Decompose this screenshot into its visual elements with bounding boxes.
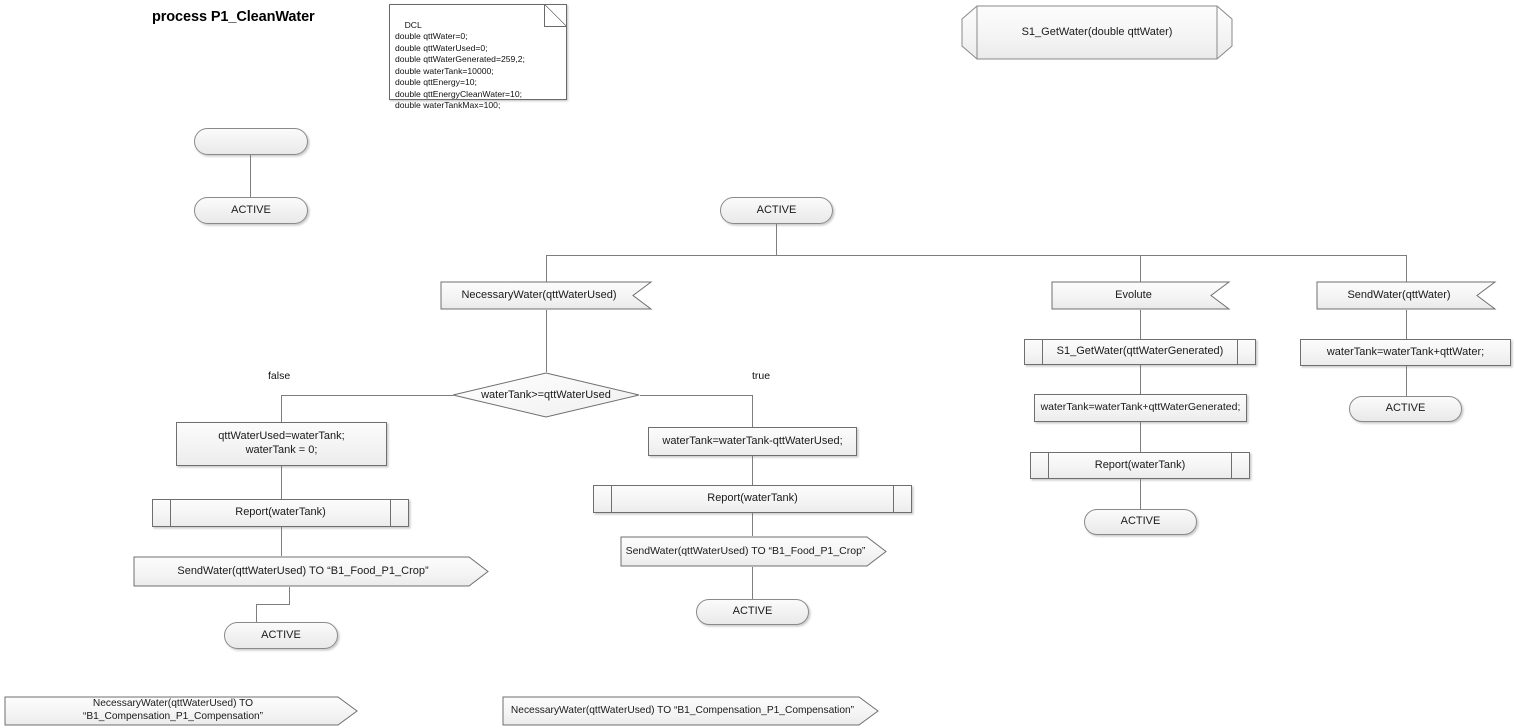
end-state-true-active[interactable]: ACTIVE: [696, 599, 809, 625]
procedure-call-report-true[interactable]: Report(waterTank): [593, 485, 912, 513]
connector-sendwater-to-task: [1406, 310, 1407, 339]
start-state[interactable]: [194, 128, 308, 155]
task-evolute-assign-label: waterTank=waterTank+qttWaterGenerated;: [1040, 401, 1241, 414]
connector-true-report-to-output: [752, 513, 753, 536]
detached-output-signal-2[interactable]: NecessaryWater(qttWaterUsed) TO “B1_Comp…: [502, 696, 879, 726]
detached-output-signal-2-label: NecessaryWater(qttWaterUsed) TO “B1_Comp…: [510, 704, 855, 716]
page-title: process P1_CleanWater: [152, 9, 315, 25]
connector-decision-true-horizontal: [640, 395, 753, 396]
main-active-state-label: ACTIVE: [756, 203, 797, 216]
connector-false-task-to-report: [281, 466, 282, 499]
connector-true-task-to-report: [752, 456, 753, 485]
connector-fork-drop-sendwater: [1406, 255, 1407, 282]
output-signal-shape-icon: [133, 556, 489, 587]
dcl-note-text: DCL double qttWater=0; double qttWaterUs…: [395, 19, 525, 111]
task-false-assign[interactable]: qttWaterUsed=waterTank; waterTank = 0;: [176, 422, 387, 466]
detached-output-signal-1-label: NecessaryWater(qttWaterUsed) TO “B1_Comp…: [82, 698, 264, 722]
branch-label-true: true: [752, 370, 771, 382]
connector-getwater-to-task: [1140, 365, 1141, 394]
output-signal-sendwater-false[interactable]: SendWater(qttWaterUsed) TO “B1_Food_P1_C…: [133, 556, 489, 587]
connector-fork-drop-necessarywater: [546, 255, 547, 282]
procedure-call-report-true-label: Report(waterTank): [707, 492, 798, 505]
connector-start-to-active: [250, 155, 251, 198]
decision-watertank-check[interactable]: waterTank>=qttWaterUsed: [452, 372, 640, 418]
connector-decision-false-horizontal: [281, 395, 453, 396]
end-state-evolute-active[interactable]: ACTIVE: [1084, 509, 1197, 535]
end-state-false-active[interactable]: ACTIVE: [224, 622, 338, 649]
end-state-evolute-active-label: ACTIVE: [1120, 515, 1161, 528]
task-sendwater-assign-label: waterTank=waterTank+qttWater;: [1326, 345, 1485, 358]
procedure-call-s1-getwater-label: S1_GetWater(qttWaterGenerated): [1056, 345, 1224, 358]
procedure-call-report-false-label: Report(waterTank): [235, 506, 326, 519]
input-signal-evolute-label: Evolute: [1115, 288, 1152, 301]
connector-false-output-jog: [256, 604, 290, 605]
input-signal-necessarywater[interactable]: NecessaryWater(qttWaterUsed): [440, 281, 653, 310]
dcl-declaration-note: DCL double qttWater=0; double qttWaterUs…: [389, 4, 567, 110]
input-signal-shape-icon: [1051, 281, 1231, 310]
connector-necessarywater-to-decision: [546, 310, 547, 372]
connector-evolute-to-getwater: [1140, 310, 1141, 339]
output-signal-sendwater-false-label: SendWater(qttWaterUsed) TO “B1_Food_P1_C…: [177, 564, 429, 577]
connector-sendwater-task-to-end-state: [1406, 366, 1407, 396]
input-signal-sendwater-label: SendWater(qttWater): [1347, 288, 1451, 301]
connector-decision-true-drop: [752, 395, 753, 427]
connector-false-to-end-state: [256, 604, 257, 622]
procedure-declaration-label: S1_GetWater(double qttWater): [1021, 25, 1173, 38]
main-active-state[interactable]: ACTIVE: [720, 197, 833, 224]
task-false-assign-label: qttWaterUsed=waterTank; waterTank = 0;: [218, 430, 345, 456]
output-signal-shape-icon: [4, 696, 358, 726]
task-evolute-assign[interactable]: waterTank=waterTank+qttWaterGenerated;: [1034, 394, 1247, 422]
task-true-assign[interactable]: waterTank=waterTank-qttWaterUsed;: [648, 427, 857, 456]
start-branch-active-label: ACTIVE: [231, 203, 271, 216]
input-signal-shape-icon: [1316, 281, 1497, 310]
procedure-call-report-false[interactable]: Report(waterTank): [152, 499, 409, 527]
start-branch-active-state[interactable]: ACTIVE: [194, 197, 308, 224]
detached-output-signal-1[interactable]: NecessaryWater(qttWaterUsed) TO “B1_Comp…: [4, 696, 358, 726]
task-true-assign-label: waterTank=waterTank-qttWaterUsed;: [662, 434, 843, 447]
connector-true-output-to-end-state: [752, 567, 753, 599]
output-signal-sendwater-true-label: SendWater(qttWaterUsed) TO “B1_Food_P1_C…: [625, 544, 866, 557]
branch-label-false: false: [268, 370, 291, 382]
connector-active-to-fork: [776, 224, 777, 255]
connector-evolute-task-to-report: [1140, 422, 1141, 452]
end-state-sendwater-active[interactable]: ACTIVE: [1349, 396, 1462, 422]
task-sendwater-assign[interactable]: waterTank=waterTank+qttWater;: [1300, 339, 1511, 366]
decision-label: waterTank>=qttWaterUsed: [481, 389, 611, 401]
input-signal-shape-icon: [440, 281, 653, 310]
input-signal-necessarywater-label: NecessaryWater(qttWaterUsed): [461, 288, 617, 301]
end-state-true-active-label: ACTIVE: [732, 605, 773, 618]
procedure-call-report-evolute[interactable]: Report(waterTank): [1030, 452, 1250, 479]
connector-fork-drop-evolute: [1140, 255, 1141, 282]
connector-false-output-down: [289, 587, 290, 604]
end-state-sendwater-active-label: ACTIVE: [1385, 402, 1426, 415]
connector-evolute-report-to-end-state: [1140, 479, 1141, 509]
procedure-call-s1-getwater[interactable]: S1_GetWater(qttWaterGenerated): [1024, 339, 1256, 365]
output-signal-shape-icon: [620, 536, 887, 567]
connector-fork-bus: [546, 255, 1407, 256]
end-state-false-active-label: ACTIVE: [261, 628, 301, 641]
output-signal-sendwater-true[interactable]: SendWater(qttWaterUsed) TO “B1_Food_P1_C…: [620, 536, 887, 567]
procedure-declaration-s1-getwater[interactable]: S1_GetWater(double qttWater): [961, 5, 1233, 60]
note-fold-edge-icon: [544, 4, 567, 27]
connector-decision-false-drop: [281, 395, 282, 422]
connector-false-report-to-output: [281, 527, 282, 556]
input-signal-evolute[interactable]: Evolute: [1051, 281, 1231, 310]
decision-diamond-icon: [452, 372, 640, 418]
procedure-call-report-evolute-label: Report(waterTank): [1094, 458, 1186, 471]
declaration-shape-icon: [961, 5, 1233, 60]
output-signal-shape-icon: [502, 696, 879, 726]
input-signal-sendwater[interactable]: SendWater(qttWater): [1316, 281, 1497, 310]
